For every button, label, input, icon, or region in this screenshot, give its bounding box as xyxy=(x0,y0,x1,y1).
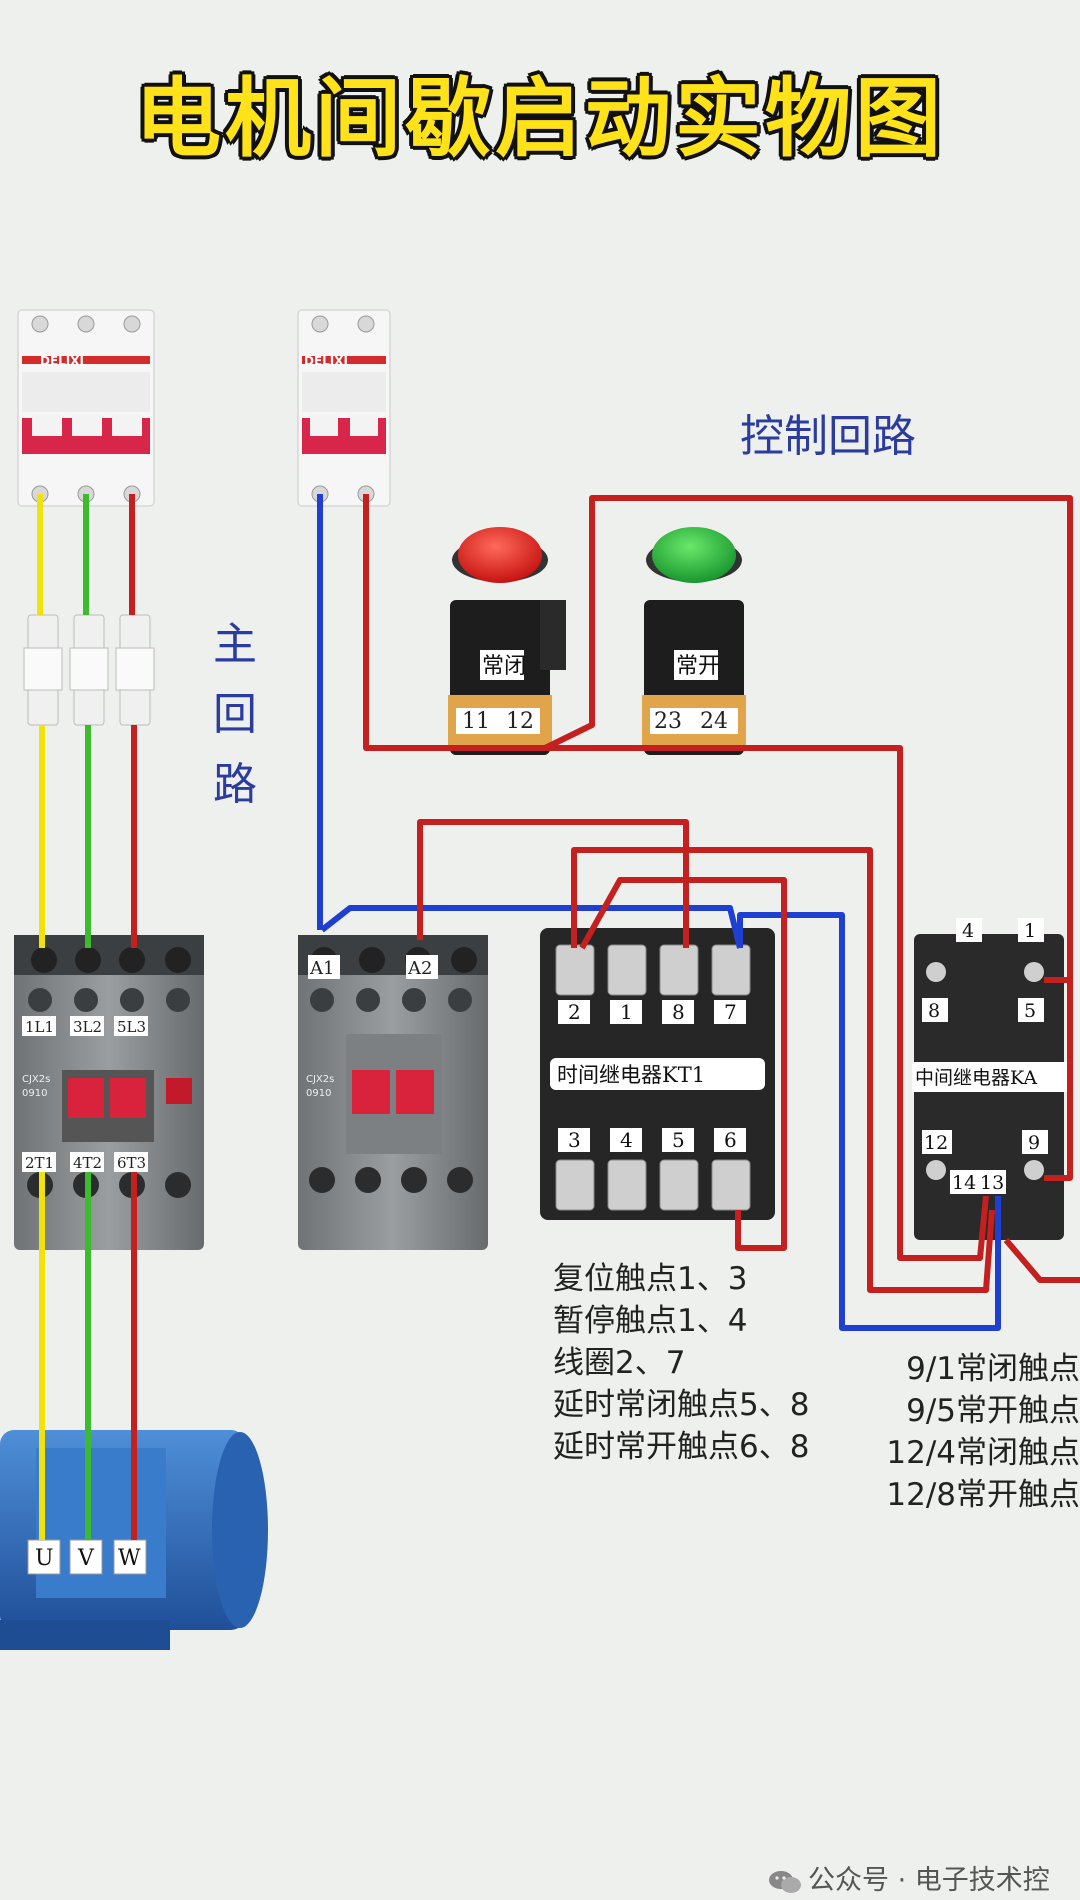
note-item: 延时常开触点6、8 xyxy=(553,1429,810,1465)
wire-red-control xyxy=(579,877,787,1251)
ka-pin: 9 xyxy=(1028,1132,1040,1154)
terminal-5L3: 5L3 xyxy=(117,1018,146,1036)
intermediate-relay-ka: 4 1 8 5 12 9 14 13 中间继电器KA xyxy=(912,918,1072,1240)
kt-pin: 1 xyxy=(620,1000,633,1024)
terminal-3L2: 3L2 xyxy=(73,1018,102,1036)
motor-terminal-W: W xyxy=(118,1546,141,1571)
wechat-icon xyxy=(769,1870,801,1893)
terminal-23: 23 xyxy=(654,709,682,734)
terminal-A2: A2 xyxy=(407,958,432,979)
intermediate-relay-name: 中间继电器KA xyxy=(915,1067,1037,1089)
note-item: 9/1常闭触点 xyxy=(906,1351,1080,1387)
kt-pin: 7 xyxy=(724,1000,737,1024)
fuse-block xyxy=(23,614,155,726)
contactor-model: CJX2s xyxy=(22,1074,50,1085)
main-circuit-label: 主 回 路 xyxy=(205,610,265,820)
breaker-brand: DELIXI xyxy=(304,354,348,368)
ka-pin: 8 xyxy=(928,1000,940,1022)
note-item: 复位触点1、3 xyxy=(553,1261,748,1297)
terminal-6T3: 6T3 xyxy=(117,1154,146,1172)
control-circuit-label: 控制回路 xyxy=(740,411,916,462)
kt-pin: 2 xyxy=(568,1000,581,1024)
wire-red-control xyxy=(1003,1238,1080,1283)
ka-pin: 5 xyxy=(1024,1000,1036,1022)
control-breaker: DELIXI xyxy=(297,309,391,507)
main-circuit-char: 路 xyxy=(213,759,257,810)
footer-text: 公众号 · 电子技术控 xyxy=(808,1865,1050,1896)
wire-blue-control xyxy=(320,905,743,949)
kt-pin: 8 xyxy=(672,1000,685,1024)
footer-watermark: 公众号 · 电子技术控 xyxy=(768,1858,1050,1897)
kt-pin: 6 xyxy=(724,1128,737,1152)
wire-blue-control xyxy=(737,912,1001,1331)
stop-button: 常闭 11 12 xyxy=(448,527,566,755)
main-contactor: 1L1 3L2 5L3 CJX2s 0910 2T1 4T2 6T3 xyxy=(14,935,204,1250)
stop-button-label: 常闭 xyxy=(482,654,526,679)
motor-terminal-U: U xyxy=(35,1546,54,1571)
intermediate-relay-notes: 9/1常闭触点 9/5常开触点 12/4常闭触点 12/8常开触点 xyxy=(868,1348,1080,1516)
main-breaker: DELIXI xyxy=(17,309,155,507)
time-relay-kt1: 2 1 8 7 时间继电器KT1 3 4 5 6 xyxy=(540,928,775,1220)
note-item: 暂停触点1、4 xyxy=(553,1303,748,1339)
wire-red-control xyxy=(417,819,689,948)
ka-pin: 12 xyxy=(924,1132,948,1154)
terminal-1L1: 1L1 xyxy=(25,1018,54,1036)
terminal-24: 24 xyxy=(700,709,728,734)
start-button-label: 常开 xyxy=(676,654,720,679)
time-relay-notes: 复位触点1、3 暂停触点1、4 线圈2、7 延时常闭触点5、8 延时常开触点6、… xyxy=(553,1258,809,1468)
main-circuit-char: 回 xyxy=(213,689,257,740)
contactor-model: CJX2s xyxy=(306,1074,334,1085)
terminal-4T2: 4T2 xyxy=(73,1154,102,1172)
contactor-model: 0910 xyxy=(306,1088,331,1099)
terminal-12: 12 xyxy=(506,709,534,734)
kt-pin: 3 xyxy=(568,1128,581,1152)
motor-terminal-V: V xyxy=(77,1546,95,1571)
terminal-A1: A1 xyxy=(309,958,334,979)
wire-red-control xyxy=(545,745,989,1261)
time-relay-name: 时间继电器KT1 xyxy=(557,1063,705,1087)
terminal-2T1: 2T1 xyxy=(25,1154,54,1172)
ka-pin: 13 xyxy=(980,1172,1004,1194)
main-circuit-char: 主 xyxy=(213,619,257,670)
note-item: 延时常闭触点5、8 xyxy=(553,1387,810,1423)
page-title: 电机间歇启动实物图 xyxy=(135,69,945,169)
note-item: 12/4常闭触点 xyxy=(886,1435,1080,1471)
kt-pin: 5 xyxy=(672,1128,685,1152)
ka-pin: 1 xyxy=(1024,920,1036,942)
wire-red-control xyxy=(571,847,995,1293)
contactor-model: 0910 xyxy=(22,1088,47,1099)
note-item: 9/5常开触点 xyxy=(906,1393,1080,1429)
ka-pin: 4 xyxy=(962,920,974,942)
terminal-11: 11 xyxy=(462,709,490,734)
ka-pin: 14 xyxy=(952,1172,976,1194)
kt-pin: 4 xyxy=(620,1128,633,1152)
start-button: 常开 23 24 xyxy=(642,527,746,755)
control-contactor: A1 A2 CJX2s 0910 xyxy=(298,935,488,1250)
wires xyxy=(37,494,1080,1540)
wire-red-control xyxy=(363,494,545,751)
motor: U V W xyxy=(0,1430,268,1650)
note-item: 线圈2、7 xyxy=(553,1345,686,1381)
breaker-brand: DELIXI xyxy=(40,354,84,368)
wire-red-control xyxy=(543,495,1073,1181)
note-item: 12/8常开触点 xyxy=(886,1477,1080,1513)
